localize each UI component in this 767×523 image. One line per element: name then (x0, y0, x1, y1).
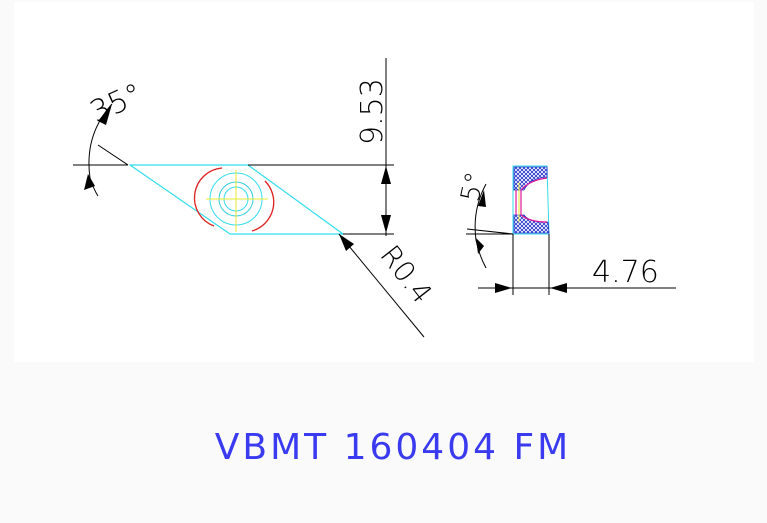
height-9-53-label: 9.53 (355, 78, 390, 145)
arrowhead-icon (84, 174, 95, 190)
arrowhead-icon (381, 215, 391, 233)
arrowhead-icon (476, 238, 484, 254)
angle-5-label: 5° (456, 169, 491, 204)
insert-designation-title: VBMT 160404 FM (215, 427, 571, 468)
side-view-hatch-top (513, 166, 548, 191)
arrowhead-icon (478, 190, 486, 207)
arrowhead-icon (339, 234, 354, 251)
insert-side-view (512, 165, 550, 235)
center-lines (206, 170, 268, 232)
thickness-4-76-dimension: 4.76 (478, 234, 676, 295)
arrowhead-icon (98, 104, 112, 125)
height-9-53-dimension: 9.53 (248, 58, 394, 236)
angle-5-dimension: 5° (456, 169, 514, 269)
arrowhead-icon (495, 283, 512, 293)
arrowhead-icon (550, 283, 567, 293)
side-view-profile (515, 177, 548, 223)
arrowhead-icon (381, 166, 391, 184)
thickness-4-76-label: 4.76 (592, 255, 659, 290)
countersink-arcs (193, 167, 275, 232)
